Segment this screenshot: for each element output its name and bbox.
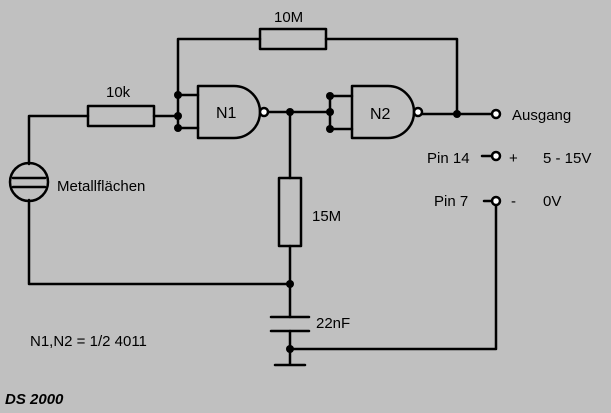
resistor-10m (258, 27, 328, 51)
pin7-label: Pin 7 (434, 193, 468, 210)
junction-dot (326, 92, 334, 100)
resistor-10m-label: 10M (274, 9, 303, 26)
signature: DS 2000 (5, 391, 64, 408)
pin14-voltage: 5 - 15V (543, 150, 591, 167)
capacitor-label: 22nF (316, 315, 350, 332)
metal-plates-sensor (8, 161, 50, 203)
gate-n2-bubble (412, 106, 424, 118)
resistor-10k (86, 104, 156, 128)
feedback-wire (176, 37, 459, 116)
output-label: Ausgang (512, 107, 571, 124)
junction-dot (453, 110, 461, 118)
junction-dot (174, 124, 182, 132)
junction-dot (326, 108, 334, 116)
n1-input-wire (152, 93, 200, 130)
sensor-top-wire (27, 114, 90, 166)
sensor-bottom-wire (27, 198, 292, 286)
capacitor-22nf (269, 315, 311, 333)
gate-n2-label: N2 (370, 106, 391, 123)
junction-dot (286, 345, 294, 353)
resistor-15m (277, 176, 303, 248)
pin7-sign: - (511, 193, 516, 210)
output-terminal (490, 108, 502, 120)
pin14-label: Pin 14 (427, 150, 470, 167)
sensor-label: Metallflächen (57, 178, 145, 195)
pin7-voltage: 0V (543, 193, 561, 210)
ground-return-wire (288, 203, 498, 351)
junction-dot (174, 112, 182, 120)
resistor-15m-label: 15M (312, 208, 341, 225)
ic-note: N1,N2 = 1/2 4011 (30, 333, 147, 350)
junction-dot (286, 280, 294, 288)
resistor-10k-label: 10k (106, 84, 131, 101)
junction-dot (174, 91, 182, 99)
gate-n1-label: N1 (216, 105, 237, 122)
junction-dot (286, 108, 294, 116)
junction-dot (326, 125, 334, 133)
pin14-sign: + (509, 150, 518, 167)
